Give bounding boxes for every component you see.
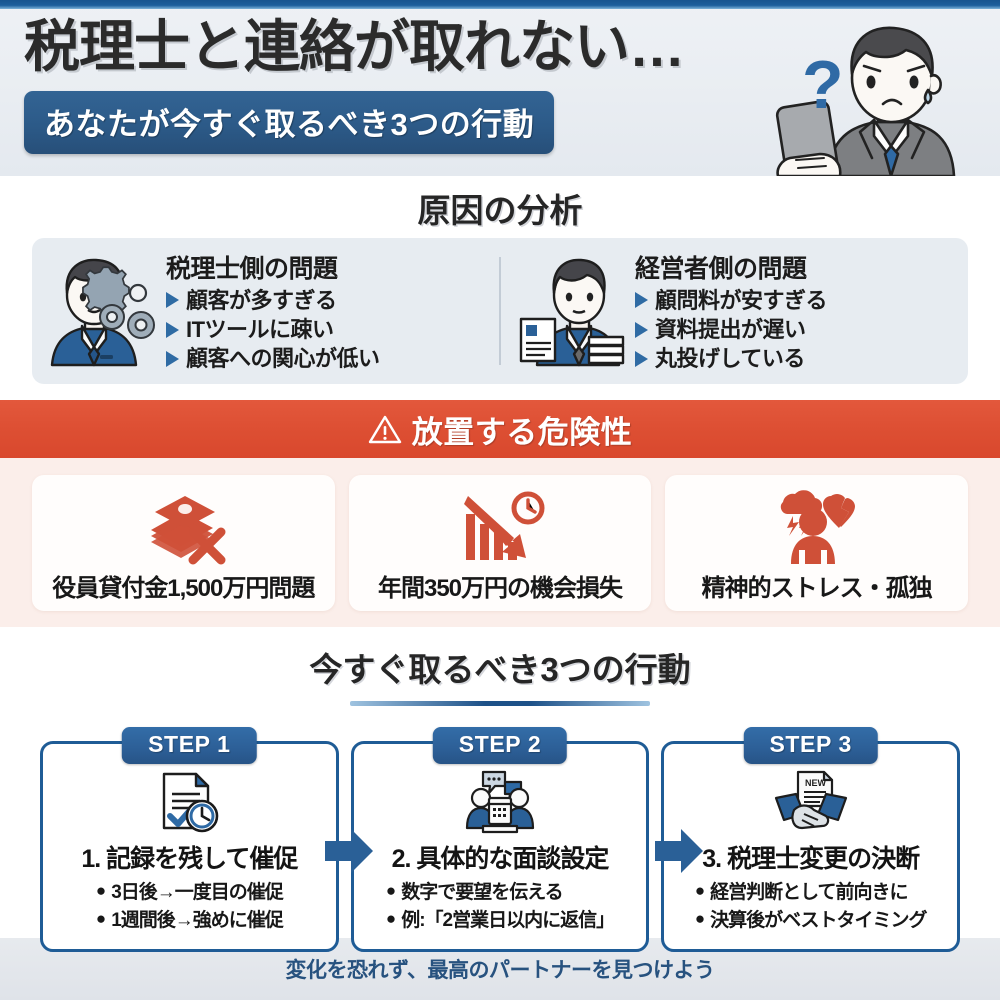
step-connector-arrow-2 [655,829,703,873]
triangle-bullet-icon [166,350,179,367]
document-check-clock-icon [156,770,222,834]
header-subtitle-badge: あなたが今すぐ取るべき3つの行動 [24,91,555,155]
step-bullet-list: ● 経営判断として前向きに ● 決算後がベストタイミング [694,879,928,935]
dot-bullet-icon: ● [385,881,396,900]
step-wrap-1: STEP 1 [34,727,345,952]
risk-card: 年間350万円の機会損失 [348,475,652,611]
steps-section: 今すぐ取るべき3つの行動 STEP 1 [0,627,1000,952]
analysis-column-tax-accountant: 税理士側の問題 顧客が多すぎる ITツールに疎い 顧客への関心が低い [32,238,499,384]
analysis-item-label: 資料提出が遅い [655,316,806,342]
step-wrap-3: STEP 3 NEW [655,727,966,952]
question-mark-glyph: ? [802,47,844,123]
analysis-section-title: 原因の分析 [417,192,583,229]
risk-section: 放置する危険性 [0,400,1000,627]
triangle-bullet-icon [635,321,648,338]
analysis-section: 原因の分析 [0,176,1000,400]
analysis-list-item: 顧問料が安すぎる [635,286,958,315]
money-stack-x-icon [135,484,231,568]
step-bullet-label: 例:「2営業日以内に返信」 [401,909,615,931]
analysis-column-text: 経営者側の問題 顧問料が安すぎる 資料提出が遅い 丸投げしている [635,249,958,373]
step-card-1[interactable]: 1. 記録を残して催促 ● 3日後→一度目の催促 ● 1週間後→強めに催促 [40,741,339,952]
steps-section-title: 今すぐ取るべき3つの行動 [309,651,691,688]
step-connector-arrow-1 [325,829,373,873]
steps-title-wrap: 今すぐ取るべき3つの行動 [0,643,1000,706]
stressed-person-broken-heart-icon [769,484,865,568]
risk-card-label: 役員貸付金1,500万円問題 [52,575,315,602]
steps-title-underline [350,701,650,706]
step-title: 3. 税理士変更の決断 [702,845,920,873]
analysis-box: 税理士側の問題 顧客が多すぎる ITツールに疎い 顧客への関心が低い [32,238,968,384]
analysis-column-text: 税理士側の問題 顧客が多すぎる ITツールに疎い 顧客への関心が低い [166,249,489,373]
dot-bullet-icon: ● [95,908,106,928]
step-bullet-item: ● 数字で要望を伝える [386,879,614,907]
analysis-list-item: 顧客が多すぎる [166,286,489,315]
businessman-with-gears-icon [42,252,160,370]
risk-card: 役員貸付金1,500万円問題 [32,475,335,611]
step-badge: STEP 1 [122,727,257,764]
risk-card-label: 精神的ストレス・孤独 [701,575,933,602]
page-title: 税理士と連絡が取れない… [24,15,685,78]
dot-bullet-icon: ● [694,881,705,900]
step-bullet-label: 数字で要望を伝える [401,882,563,903]
step-bullet-list: ● 3日後→一度目の催促 ● 1週間後→強めに催促 [95,879,284,935]
step-title: 1. 記録を残して催促 [81,845,298,873]
triangle-bullet-icon [635,292,648,309]
analysis-item-label: 顧問料が安すぎる [655,287,828,313]
dot-bullet-icon: ● [385,908,396,928]
declining-chart-clock-icon [452,484,548,568]
handshake-new-document-icon: NEW [774,770,848,834]
risk-card-label: 年間350万円の機会損失 [377,575,623,602]
dot-bullet-icon: ● [95,881,106,900]
step-badge: STEP 3 [743,727,878,764]
analysis-list-item: 資料提出が遅い [635,315,958,344]
analysis-divider [499,257,501,365]
analysis-heading: 経営者側の問題 [635,254,807,283]
step-bullet-label: 経営判断として前向きに [710,882,908,903]
risk-card-list: 役員貸付金1,500万円問題 [0,458,1000,611]
step-title: 2. 具体的な面談設定 [391,845,610,873]
analysis-item-label: 丸投げしている [655,346,805,372]
step-bullet-item: ● 1週間後→強めに催促 [95,907,284,935]
risk-card: 精神的ストレス・孤独 [665,475,969,611]
triangle-bullet-icon [635,350,648,367]
triangle-bullet-icon [166,321,179,338]
step-bullet-item: ● 決算後がベストタイミング [694,907,928,935]
step-bullet-list: ● 数字で要望を伝える ● 例:「2営業日以内に返信」 [385,879,615,935]
step-bullet-label: 3日後→一度目の催促 [111,882,284,903]
analysis-list-item: 丸投げしている [635,344,958,373]
step-bullet-item: ● 3日後→一度目の催促 [95,879,284,907]
risk-banner: 放置する危険性 [0,400,1000,458]
steps-row: STEP 1 [34,727,966,952]
businessman-with-documents-icon [511,252,629,370]
step-bullet-label: 1週間後→強めに催促 [111,909,284,931]
analysis-column-business-owner: 経営者側の問題 顧問料が安すぎる 資料提出が遅い 丸投げしている [501,238,968,384]
analysis-list-item: ITツールに疎い [166,315,489,344]
analysis-item-label: ITツールに疎い [186,316,334,342]
step-bullet-item: ● 例:「2営業日以内に返信」 [385,907,615,935]
analysis-heading: 税理士側の問題 [166,254,338,283]
step-card-2[interactable]: 2. 具体的な面談設定 ● 数字で要望を伝える ● 例:「2営業日以内に返信」 [350,741,650,952]
triangle-bullet-icon [166,292,179,309]
meeting-calendar-chat-icon [465,770,535,834]
new-label-glyph: NEW [805,778,827,788]
analysis-item-label: 顧客が多すぎる [186,287,337,313]
dot-bullet-icon: ● [694,908,705,928]
header-text-block: 税理士と連絡が取れない… あなたが今すぐ取るべき3つの行動 [24,14,750,155]
footer-text: 変化を恐れず、最高のパートナーを見つけよう [285,959,715,982]
risk-banner-title: 放置する危険性 [411,414,633,450]
step-bullet-label: 決算後がベストタイミング [710,909,927,931]
step-badge: STEP 2 [432,727,568,764]
step-card-3[interactable]: NEW 3. 税理士変更の決断 ● [661,741,961,952]
analysis-item-label: 顧客への関心が低い [186,346,380,372]
header-section: 税理士と連絡が取れない… あなたが今すぐ取るべき3つの行動 [0,0,1000,176]
step-bullet-item: ● 経営判断として前向きに [695,879,927,907]
analysis-list-item: 顧客への関心が低い [166,344,489,373]
step-wrap-2: STEP 2 [345,727,656,952]
warning-triangle-icon [368,415,401,444]
worried-businessman-with-smartphone-icon: ? [775,26,956,176]
